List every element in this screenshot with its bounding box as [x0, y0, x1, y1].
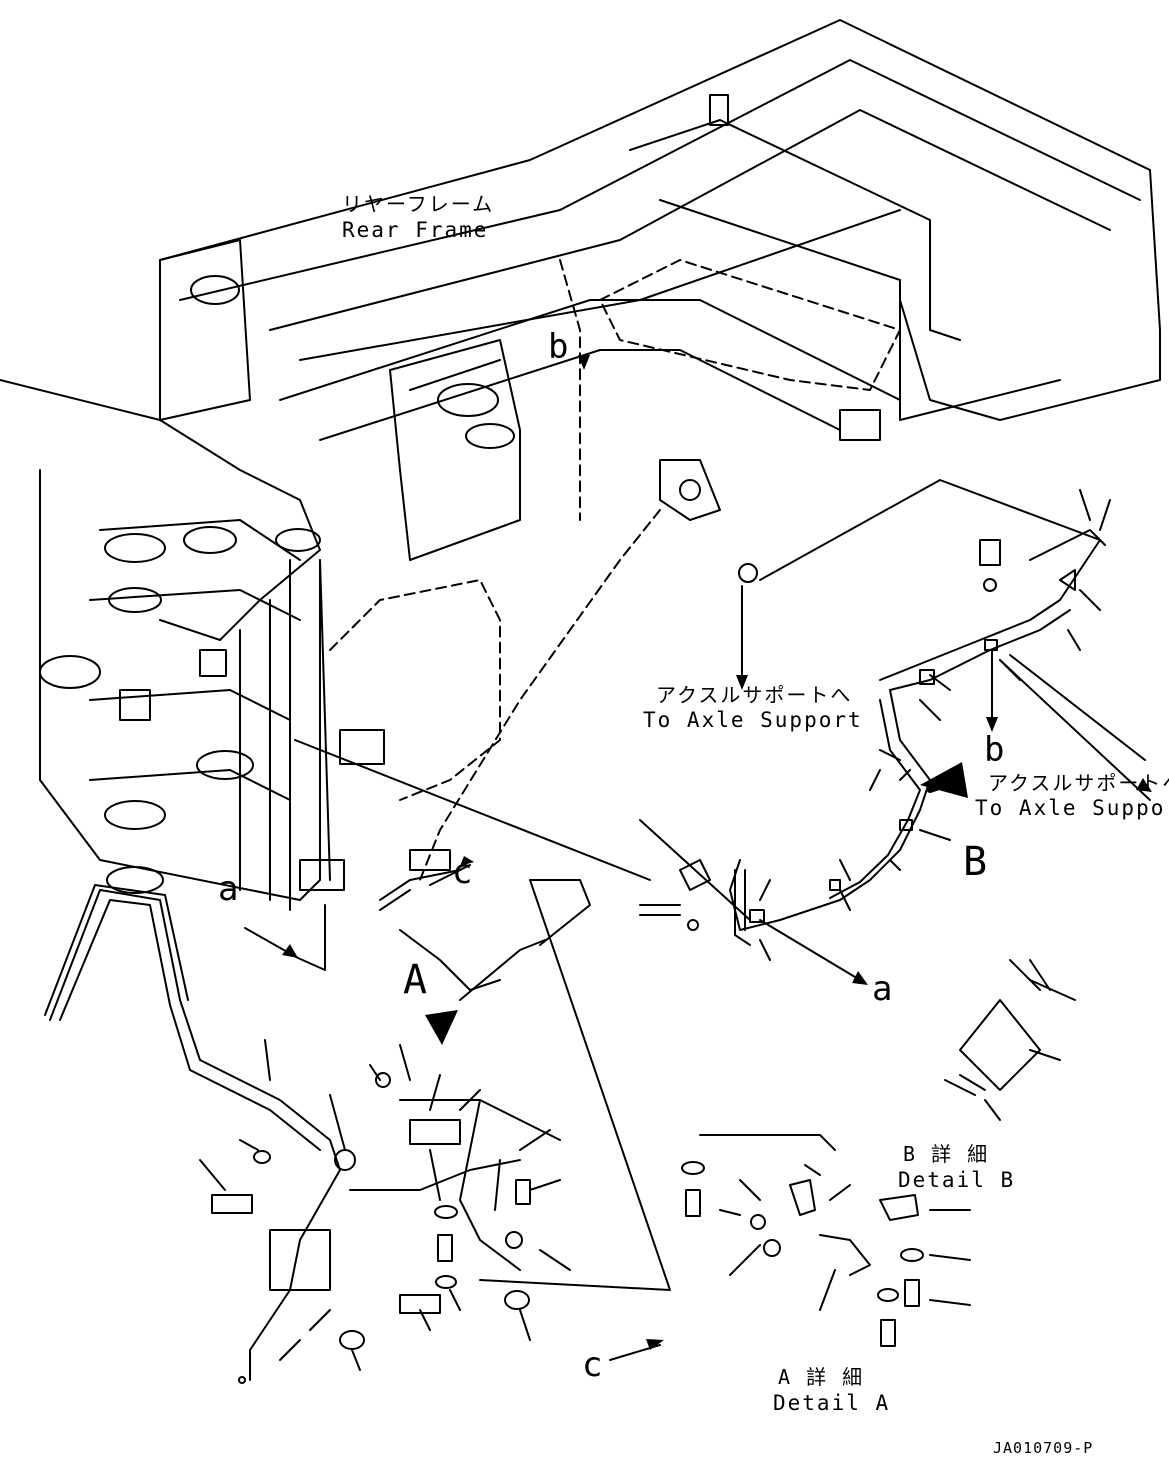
- to-axle-support-label-jp-1: アクスルサポートへ: [656, 683, 853, 707]
- drawing-code: JA010709-P: [993, 1439, 1094, 1457]
- ref-a-left: a: [218, 869, 239, 909]
- rear-frame-label-en: Rear Frame: [342, 218, 489, 242]
- detail-b-label-en: Detail B: [898, 1168, 1016, 1192]
- detail-b-part-drawing: [681, 959, 1076, 1347]
- to-axle-support-label-en-2: To Axle Support: [975, 796, 1169, 820]
- harness-axle-support-drawing: [639, 479, 1151, 981]
- rear-frame-label-jp: リヤーフレーム: [342, 192, 495, 216]
- view-a-label: A: [403, 957, 428, 1003]
- detail-a-label-en: Detail A: [773, 1391, 891, 1415]
- reference-arrows: [244, 739, 651, 971]
- rear-frame-drawing: [0, 19, 1161, 911]
- ref-c-top: c: [452, 852, 473, 892]
- ref-b-top: b: [548, 327, 569, 367]
- ref-a-right: a: [872, 969, 893, 1009]
- detail-a-label-jp: A 詳 細: [778, 1365, 865, 1389]
- harness-left-drawing: [44, 869, 671, 1384]
- to-axle-support-label-en-1: To Axle Support: [643, 708, 863, 732]
- view-b-label: B: [963, 839, 988, 885]
- ref-c-bottom: c: [582, 1345, 603, 1385]
- detail-b-label-jp: B 詳 細: [903, 1142, 990, 1166]
- to-axle-support-label-jp-2: アクスルサポートへ: [988, 771, 1169, 795]
- ref-b-right: b: [984, 730, 1005, 770]
